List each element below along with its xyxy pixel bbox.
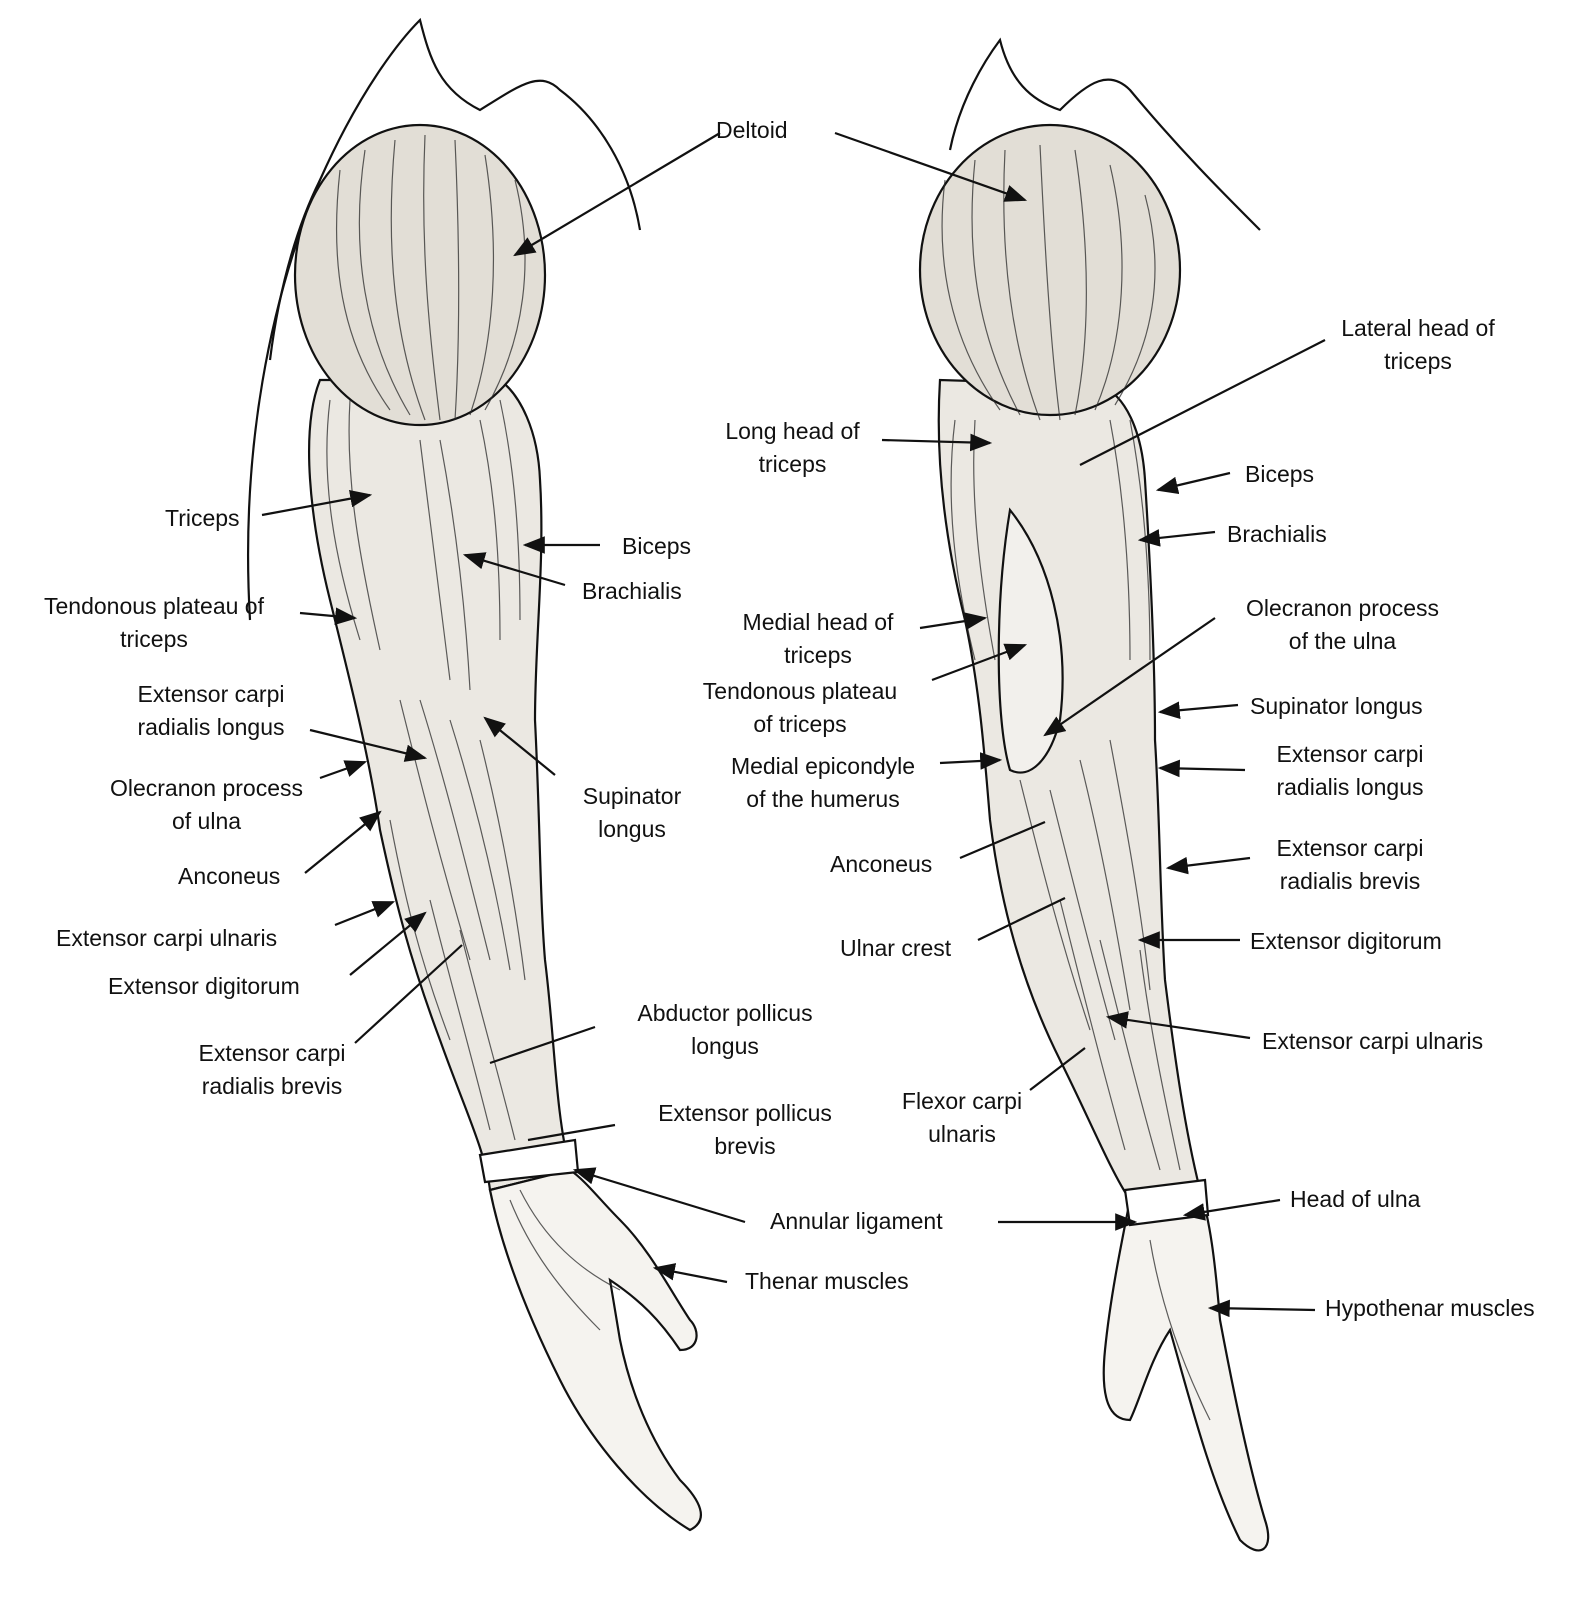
leader-left-olecranon	[319, 760, 368, 780]
leader-right-tendonous	[931, 643, 1028, 682]
label-left-biceps: Biceps	[622, 533, 692, 559]
leader-right-epicondyle	[939, 752, 1003, 770]
leader-deltoid-left	[513, 132, 721, 257]
label-left-anconeus: Anconeus	[178, 863, 281, 889]
leader-right-anconeus	[959, 820, 1046, 860]
leader-left-ecrb	[354, 944, 463, 1044]
label-right-lateral-head: Lateral head of triceps	[1341, 315, 1495, 374]
leader-right-fcu	[1029, 1047, 1086, 1091]
leader-right-hypothenar	[1207, 1299, 1316, 1318]
left-arm-hatching	[326, 134, 621, 1331]
label-right-supinator: Supinator longus	[1250, 693, 1423, 719]
leader-left-anconeus	[304, 810, 382, 874]
leader-right-ulnar-crest	[977, 897, 1066, 941]
leader-right-medial-head	[919, 612, 988, 630]
leader-left-ecu	[334, 900, 396, 927]
label-right-hypothenar: Hypothenar muscles	[1325, 1295, 1535, 1321]
label-left-supinator: Supinator longus	[582, 783, 682, 842]
label-abductor-pollicus: Abductor pollicus longus	[637, 1000, 813, 1059]
leader-left-triceps	[261, 489, 373, 517]
label-thenar: Thenar muscles	[745, 1268, 909, 1294]
leader-right-long-head	[881, 433, 993, 452]
label-right-brachialis: Brachialis	[1227, 521, 1327, 547]
label-right-anconeus: Anconeus	[830, 851, 933, 877]
label-left-triceps: Triceps	[165, 505, 240, 531]
label-left-ecu: Extensor carpi ulnaris	[56, 925, 278, 951]
label-left-ecrb: Extensor carpi radialis brevis	[198, 1040, 346, 1099]
right-arm-drawing	[918, 37, 1270, 1552]
label-extensor-pollicus: Extensor pollicus brevis	[658, 1100, 832, 1159]
label-right-long-head: Long head of triceps	[725, 418, 860, 477]
label-right-head-ulna: Head of ulna	[1290, 1186, 1421, 1212]
label-right-fcu: Flexor carpi ulnaris	[901, 1088, 1023, 1147]
leader-lines	[261, 131, 1326, 1318]
label-right-medial-epicondyle: Medial epicondyle of the humerus	[730, 753, 916, 812]
leader-left-tendonous	[299, 607, 358, 625]
leader-right-head-ulna	[1182, 1198, 1281, 1221]
leader-left-ecrl	[309, 728, 428, 762]
label-right-ulnar-crest: Ulnar crest	[840, 935, 952, 961]
leader-right-olecranon	[1043, 617, 1216, 737]
leader-left-brachialis	[462, 552, 566, 587]
label-right-olecranon: Olecranon process of the ulna	[1245, 595, 1440, 654]
label-left-ed: Extensor digitorum	[108, 973, 300, 999]
label-right-biceps: Biceps	[1245, 461, 1315, 487]
label-right-ecrb: Extensor carpi radialis brevis	[1276, 835, 1424, 894]
leader-right-brachialis	[1137, 529, 1216, 547]
leader-annular-left	[572, 1167, 746, 1224]
leader-right-supinator	[1157, 701, 1239, 719]
label-deltoid: Deltoid	[716, 117, 788, 143]
leader-thenar	[652, 1263, 728, 1284]
label-left-ecrl: Extensor carpi radialis longus	[137, 681, 285, 740]
leader-extensor-pollicus	[527, 1123, 616, 1142]
leader-right-ecrl	[1157, 759, 1246, 778]
label-right-tendonous-plateau: Tendonous plateau of triceps	[702, 678, 898, 737]
label-right-ecu: Extensor carpi ulnaris	[1262, 1028, 1484, 1054]
leader-deltoid-right	[834, 131, 1028, 202]
leader-left-supinator	[483, 716, 556, 776]
leader-right-ecrb	[1165, 856, 1251, 875]
label-left-tendonous-plateau: Tendonous plateau of triceps	[44, 593, 264, 652]
label-left-olecranon: Olecranon process of ulna	[109, 775, 304, 834]
leader-left-ed	[349, 911, 427, 976]
leader-abductor	[489, 1025, 596, 1065]
label-right-medial-head: Medial head of triceps	[742, 609, 894, 668]
leader-right-ecu	[1105, 1011, 1251, 1040]
label-annular-ligament: Annular ligament	[770, 1208, 943, 1234]
leader-right-biceps	[1155, 471, 1231, 495]
label-left-brachialis: Brachialis	[582, 578, 682, 604]
label-right-ecrl: Extensor carpi radialis longus	[1276, 741, 1424, 800]
leader-right-lateral-head	[1079, 339, 1326, 466]
label-right-ed: Extensor digitorum	[1250, 928, 1442, 954]
